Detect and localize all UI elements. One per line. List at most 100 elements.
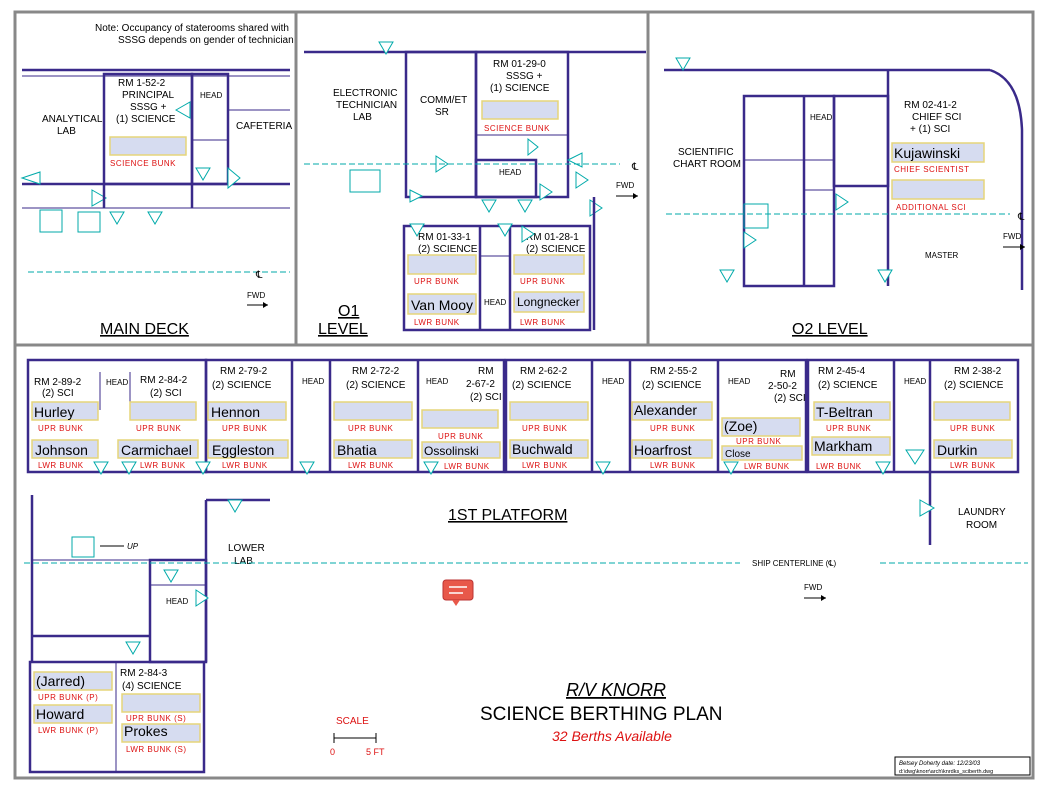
first-platform-cabins: RM 2-89-2 (2) SCI HEAD RM 2-84-2 (2) SCI…: [26, 358, 1020, 475]
rm2454-line2: (2) SCIENCE: [818, 380, 878, 391]
first-platform-lower: 1ST PLATFORM LAUNDRY ROOM HEAD UP LOWER …: [24, 472, 1028, 774]
rm01331-line1: RM 01-33-1: [418, 232, 471, 243]
analytical-lab-line2: LAB: [57, 126, 76, 137]
rm2382-line2: (2) SCIENCE: [944, 380, 1004, 391]
fwd-label-3: FWD: [1003, 232, 1021, 241]
occupant-hoarfrost: Hoarfrost: [634, 442, 692, 458]
occupant-hennon: Hennon: [211, 404, 260, 420]
occupant-howard: Howard: [36, 706, 84, 722]
title-block: Betsey Doherty date: 12/23/03 d:\dwg\kno…: [894, 756, 1031, 776]
fwd-label: FWD: [247, 291, 265, 300]
occupant-durkin: Durkin: [937, 442, 977, 458]
occupant-t-beltran: T-Beltran: [816, 404, 873, 420]
cafeteria-label: CAFETERIA: [236, 121, 292, 132]
rm2502-line1: RM: [780, 369, 796, 380]
rm152-line1: RM 1-52-2: [118, 78, 166, 89]
scale-zero: 0: [330, 747, 335, 757]
head-label-9: HEAD: [728, 377, 750, 386]
main-deck-panel: Note: Occupancy of staterooms shared wit…: [20, 23, 294, 338]
head-label-10: HEAD: [904, 377, 926, 386]
lwr-bunk-2792: LWR BUNK: [222, 461, 268, 470]
head-label-5: HEAD: [106, 378, 128, 387]
upr-bunk-2552: UPR BUNK: [650, 424, 696, 433]
occupant-johnson: Johnson: [35, 442, 88, 458]
upr-bunk-2842: UPR BUNK: [136, 424, 182, 433]
note-line-1: Note: Occupancy of staterooms shared wit…: [95, 23, 289, 34]
occupant-hurley: Hurley: [34, 404, 74, 420]
occupant-bhatia: Bhatia: [337, 442, 377, 458]
rm02412-line1: RM 02-41-2: [904, 100, 957, 111]
lwr-bunk-s: LWR BUNK (S): [126, 745, 187, 754]
comment-bubble-icon[interactable]: [442, 579, 474, 606]
head-label-4: HEAD: [810, 113, 832, 122]
lwr-bunk-2892: LWR BUNK: [38, 461, 84, 470]
berths-available: 32 Berths Available: [552, 728, 672, 744]
o2-title: O2 LEVEL: [792, 321, 868, 338]
plan-name: SCIENCE BERTHING PLAN: [480, 704, 722, 725]
occupant-kujawinski: Kujawinski: [894, 145, 960, 161]
outer-frame: [13, 10, 1035, 780]
lwr-bunk-o1-b: LWR BUNK: [520, 318, 566, 327]
o2-level-panel: SCIENTIFIC CHART ROOM HEAD RM 02-41-2 CH…: [664, 57, 1025, 338]
laundry-line1: LAUNDRY: [958, 507, 1006, 518]
note-line-2: SSSG depends on gender of technician: [118, 35, 294, 46]
rm2454-line1: RM 2-45-4: [818, 366, 866, 377]
main-deck-title: MAIN DECK: [100, 321, 189, 338]
electronic-lab-line3: LAB: [353, 112, 372, 123]
occupant-alexander: Alexander: [634, 402, 697, 418]
head-label-8: HEAD: [602, 377, 624, 386]
rm01281-line1: RM 01-28-1: [526, 232, 579, 243]
plan-title: R/V KNORR SCIENCE BERTHING PLAN 32 Berth…: [480, 680, 722, 744]
rm2672-line3: (2) SCI: [470, 392, 502, 403]
scale-five: 5 FT: [366, 747, 385, 757]
upr-bunk-o1-a: UPR BUNK: [414, 277, 460, 286]
chart-room-line2: CHART ROOM: [673, 159, 741, 170]
up-label: UP: [127, 542, 139, 551]
upr-bunk-2892: UPR BUNK: [38, 424, 84, 433]
head-label-3: HEAD: [484, 298, 506, 307]
rm2552-line2: (2) SCIENCE: [642, 380, 702, 391]
electronic-lab-line2: TECHNICIAN: [336, 100, 397, 111]
upr-bunk-2722: UPR BUNK: [348, 424, 394, 433]
o1-title-line1: O1: [338, 303, 359, 320]
rm01290-line3: (1) SCIENCE: [490, 83, 550, 94]
occupant-ossolinski: Ossolinski: [424, 444, 479, 458]
file-path-line: d:\dwg\knorr\arch\knrdks_sciberth.dwg: [899, 769, 993, 775]
fwd-label-2: FWD: [616, 181, 634, 190]
rm2672-line1: RM: [478, 366, 494, 377]
lower-lab-line1: LOWER: [228, 543, 265, 554]
upr-bunk-p: UPR BUNK (P): [38, 693, 98, 702]
lwr-bunk-2454: LWR BUNK: [816, 462, 862, 471]
lwr-bunk-2842: LWR BUNK: [140, 461, 186, 470]
head-label-7: HEAD: [426, 377, 448, 386]
upr-bunk-s: UPR BUNK (S): [126, 714, 186, 723]
upr-bunk-o1-b: UPR BUNK: [520, 277, 566, 286]
lower-lab-line2: LAB: [234, 556, 253, 567]
cl-mark-3: ℄: [1017, 212, 1025, 223]
chart-room-line1: SCIENTIFIC: [678, 147, 734, 158]
rm2672-line2: 2-67-2: [466, 379, 495, 390]
rm01331-line2: (2) SCIENCE: [418, 244, 478, 255]
rm2792-line2: (2) SCIENCE: [212, 380, 272, 391]
additional-sci-label: ADDITIONAL SCI: [896, 203, 966, 212]
author-line: Betsey Doherty date: 12/23/03: [899, 761, 981, 767]
science-bunk-label: SCIENCE BUNK: [110, 159, 176, 168]
rm152-line4: (1) SCIENCE: [116, 114, 176, 125]
cl-mark: ℄: [255, 270, 263, 281]
fwd-label-4: FWD: [804, 583, 822, 592]
upr-bunk-2454: UPR BUNK: [826, 424, 872, 433]
science-bunk-box: [109, 136, 187, 156]
scale-label: SCALE: [336, 716, 369, 727]
rm02412-line2: CHIEF SCI: [912, 112, 961, 123]
rm2722-line1: RM 2-72-2: [352, 366, 400, 377]
occupant-prokes: Prokes: [124, 723, 168, 739]
rm01290-line1: RM 01-29-0: [493, 59, 546, 70]
rm01281-line2: (2) SCIENCE: [526, 244, 586, 255]
rm2842-line1: RM 2-84-2: [140, 375, 188, 386]
lwr-bunk-2382: LWR BUNK: [950, 461, 996, 470]
lwr-bunk-2672: LWR BUNK: [444, 462, 490, 471]
rm2792-line1: RM 2-79-2: [220, 366, 268, 377]
rm01290-line2: SSSG +: [506, 71, 543, 82]
ship-centerline: SHIP CENTERLINE (℄): [752, 559, 836, 568]
